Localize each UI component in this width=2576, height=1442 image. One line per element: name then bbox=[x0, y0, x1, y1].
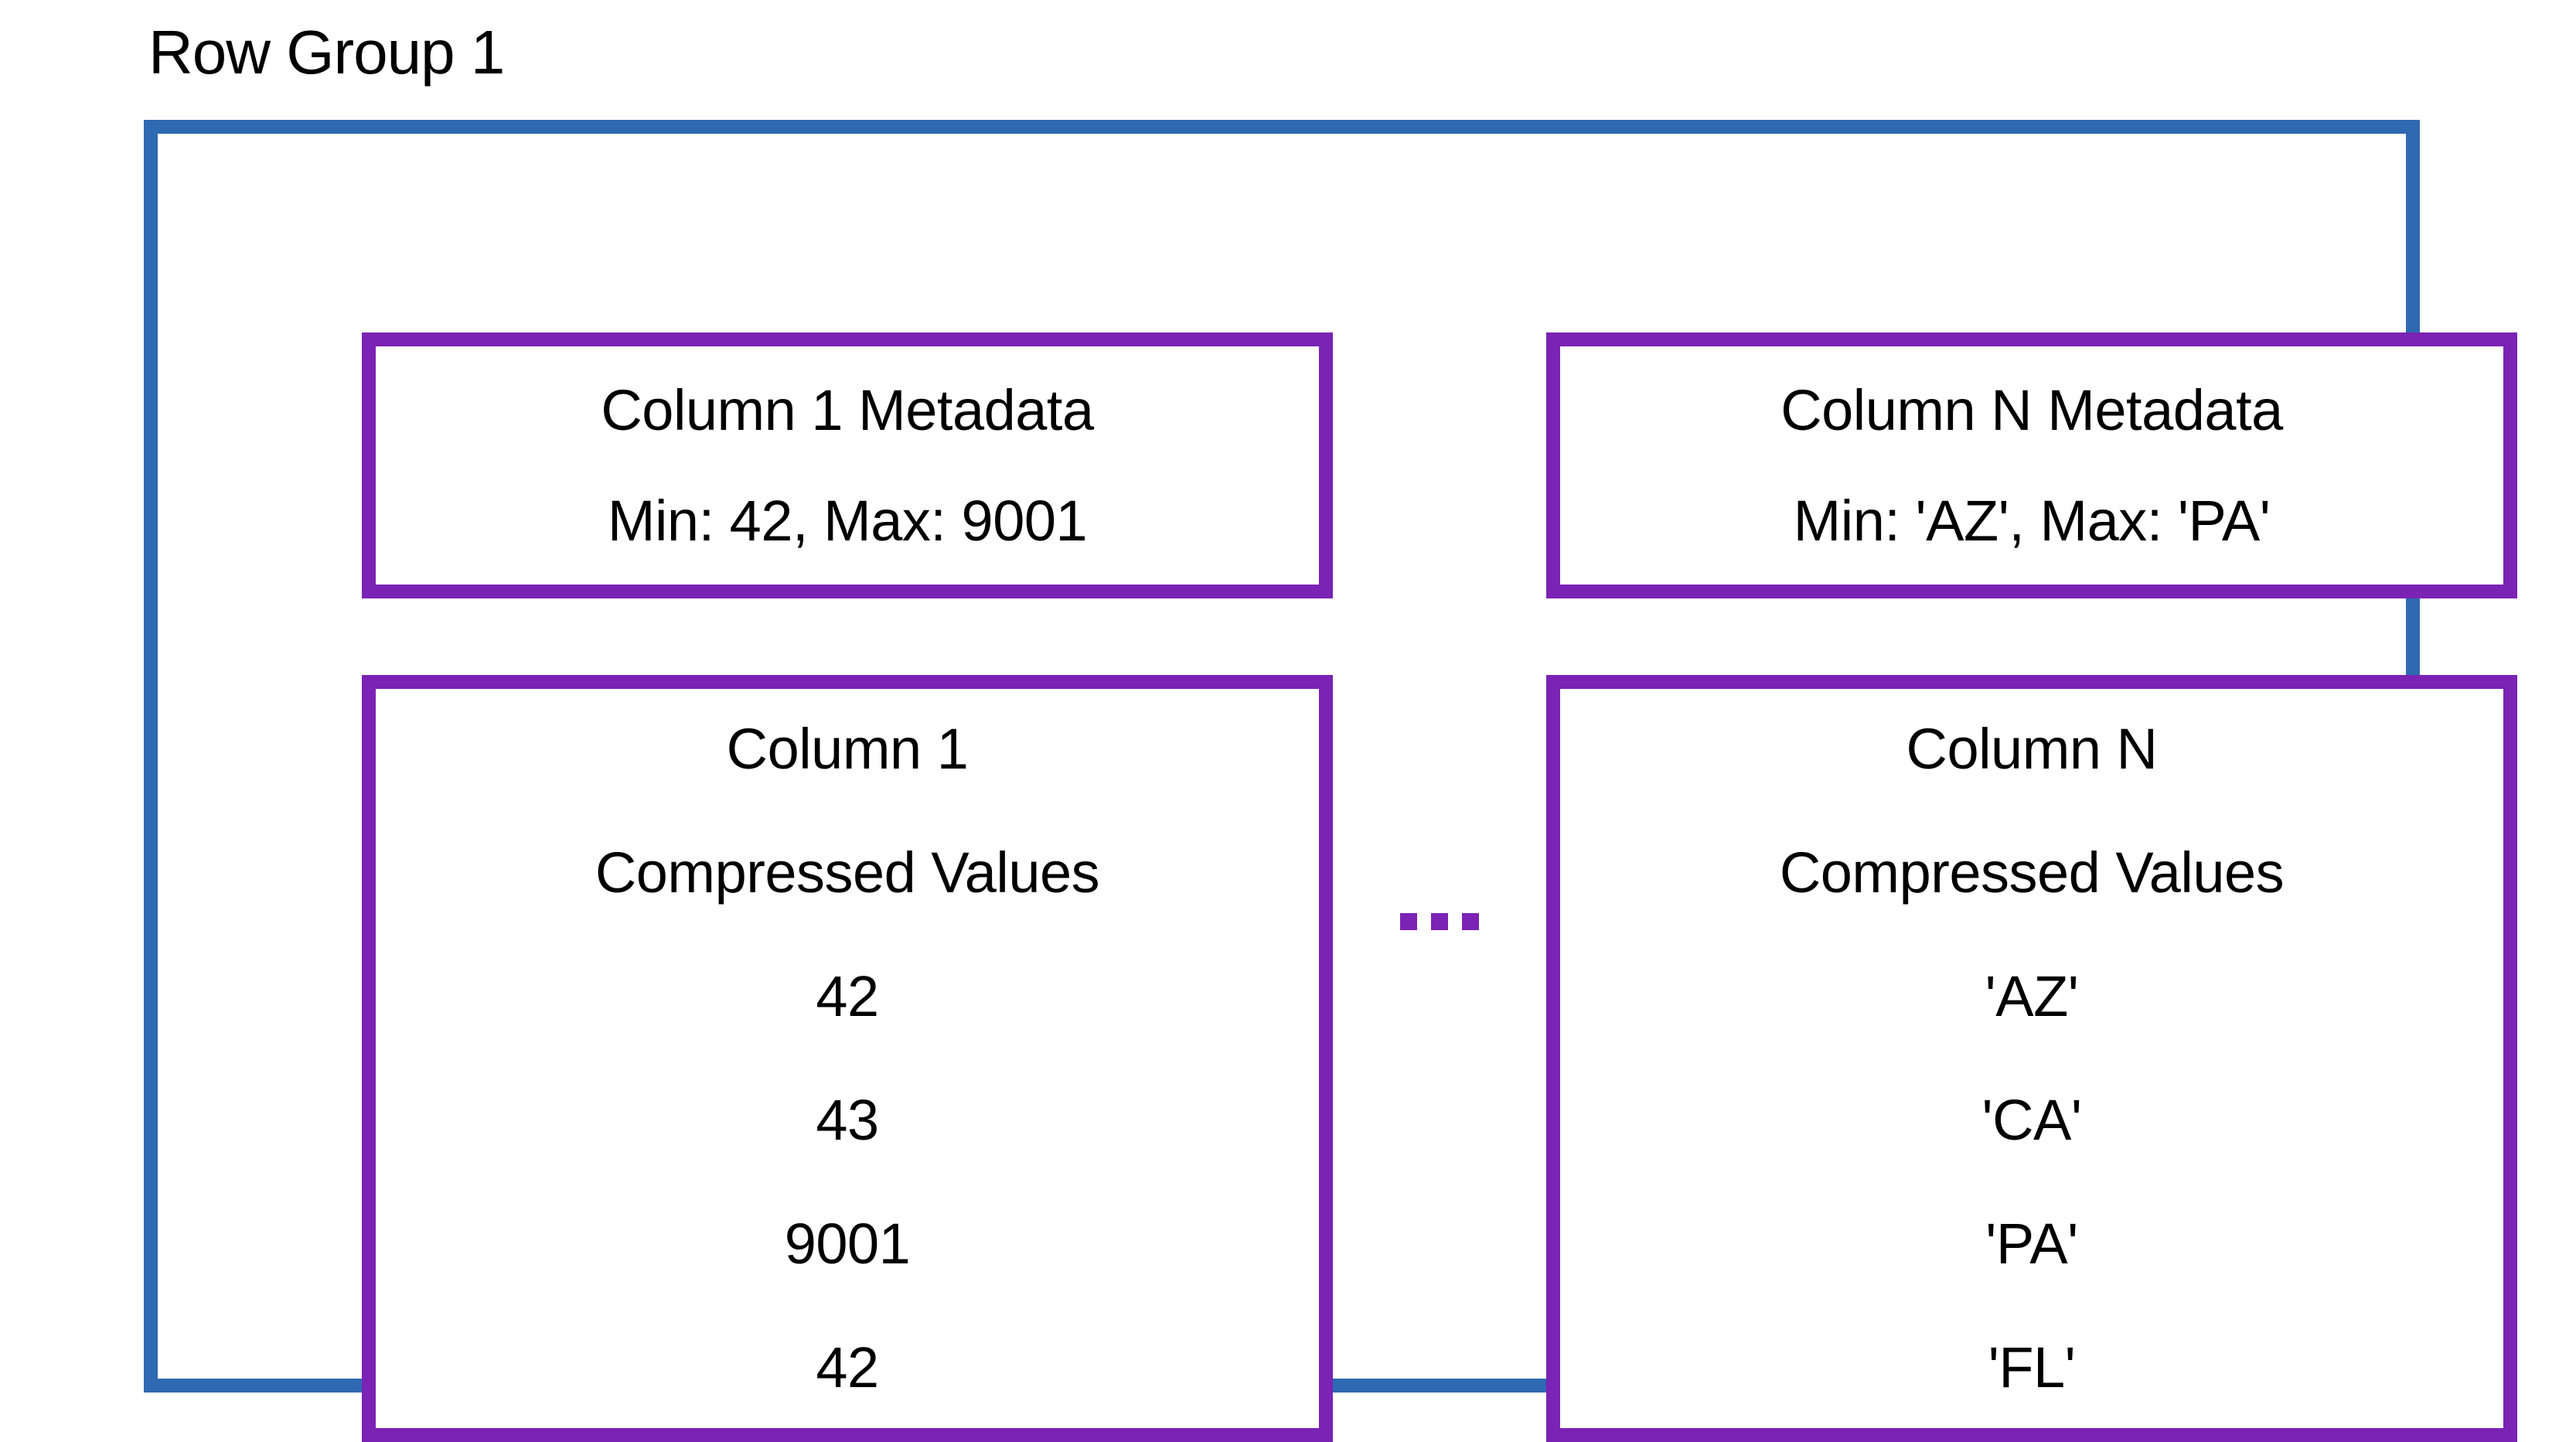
ellipsis-dot bbox=[1431, 913, 1448, 930]
column-n-metadata-box: Column N Metadata Min: 'AZ', Max: 'PA' bbox=[1546, 332, 2517, 598]
column-n-values-box: Column N Compressed Values 'AZ' 'CA' 'PA… bbox=[1546, 675, 2517, 1442]
row-group-box: Column 1 Metadata Min: 42, Max: 9001 Col… bbox=[144, 120, 2517, 1442]
column-n-value: 'PA' bbox=[1985, 1212, 2078, 1276]
column-n-value: 'CA' bbox=[1981, 1088, 2082, 1152]
page-title: Row Group 1 bbox=[148, 18, 505, 87]
column-1-value: 9001 bbox=[784, 1212, 911, 1276]
column-1-values-box: Column 1 Compressed Values 42 43 9001 42 bbox=[362, 675, 1333, 1442]
column-1-value: 42 bbox=[816, 1335, 879, 1399]
column-1-value: 43 bbox=[816, 1088, 879, 1152]
column-1-value: 42 bbox=[816, 964, 879, 1028]
ellipsis-dot bbox=[1400, 913, 1417, 930]
column-n-metadata-title: Column N Metadata bbox=[1780, 378, 2283, 442]
column-n-metadata-minmax: Min: 'AZ', Max: 'PA' bbox=[1793, 488, 2271, 553]
column-n-values-subtitle: Compressed Values bbox=[1779, 840, 2285, 905]
column-1-metadata-minmax: Min: 42, Max: 9001 bbox=[607, 488, 1088, 553]
column-n-value: 'FL' bbox=[1988, 1335, 2076, 1399]
column-1-values-subtitle: Compressed Values bbox=[595, 840, 1100, 905]
column-1-metadata-title: Column 1 Metadata bbox=[601, 378, 1094, 442]
column-1-values-title: Column 1 bbox=[726, 717, 969, 781]
ellipsis-icon bbox=[1400, 913, 1479, 930]
column-n-values-title: Column N bbox=[1906, 717, 2159, 781]
ellipsis-dot bbox=[1462, 913, 1479, 930]
column-n-value: 'AZ' bbox=[1985, 964, 2079, 1028]
column-1-metadata-box: Column 1 Metadata Min: 42, Max: 9001 bbox=[362, 332, 1333, 598]
